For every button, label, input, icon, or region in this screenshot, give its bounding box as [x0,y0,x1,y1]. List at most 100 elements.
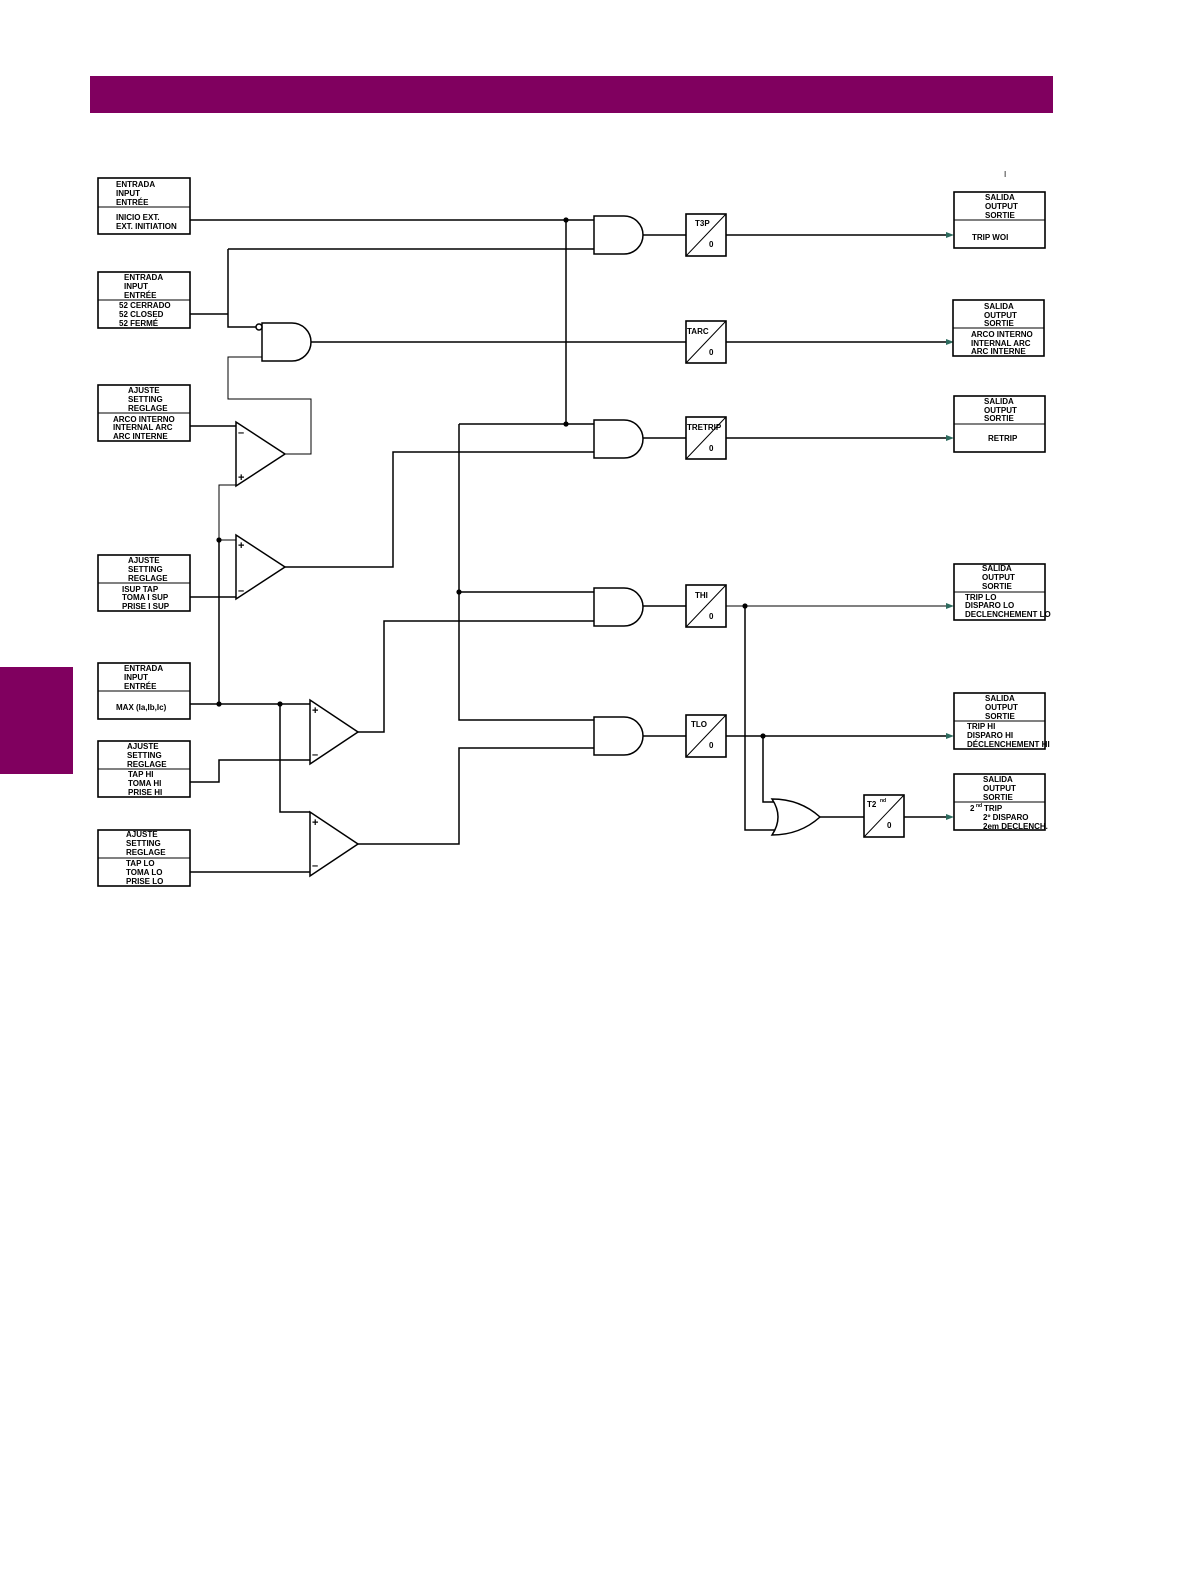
timer-tarc: TARC 0 [685,320,727,364]
svg-text:INPUT: INPUT [116,189,140,198]
svg-text:ARCO INTERNO: ARCO INTERNO [113,415,175,424]
svg-text:SALIDA: SALIDA [985,193,1015,202]
svg-text:REGLAGE: REGLAGE [128,404,168,413]
svg-text:AJUSTE: AJUSTE [127,742,159,751]
timer-t3p: T3P 0 [685,213,727,257]
output-trip-woi: SALIDA OUTPUT SORTIE TRIP WOI [953,191,1046,249]
svg-text:0: 0 [709,240,714,249]
svg-text:INTERNAL ARC: INTERNAL ARC [971,339,1031,348]
svg-text:TOMA I SUP: TOMA I SUP [122,593,169,602]
setting-tap-lo: AJUSTE SETTING REGLAGE TAP LO TOMA LO PR… [97,829,191,887]
svg-text:ISUP TAP: ISUP TAP [122,585,159,594]
and-gate-lo [593,716,644,756]
svg-text:0: 0 [709,444,714,453]
svg-text:DÉCLENCHEMENT HI: DÉCLENCHEMENT HI [967,740,1050,749]
svg-text:–: – [238,585,244,597]
svg-text:TRETRIP: TRETRIP [687,423,722,432]
output-second-trip: SALIDA OUTPUT SORTIE 2 nd TRIP 2º DISPAR… [953,773,1048,831]
svg-text:0: 0 [709,741,714,750]
timer-tretrip: TRETRIP 0 [685,416,727,460]
svg-text:SORTIE: SORTIE [985,712,1015,721]
svg-text:OUTPUT: OUTPUT [985,703,1018,712]
svg-text:AJUSTE: AJUSTE [126,830,158,839]
svg-text:EXT. INITIATION: EXT. INITIATION [116,222,177,231]
svg-text:OUTPUT: OUTPUT [985,202,1018,211]
svg-text:SETTING: SETTING [128,395,163,404]
output-trip-hi: SALIDA OUTPUT SORTIE TRIP HI DISPARO HI … [953,692,1050,750]
svg-text:SORTIE: SORTIE [983,793,1013,802]
svg-text:SALIDA: SALIDA [982,564,1012,573]
svg-text:OUTPUT: OUTPUT [982,573,1015,582]
svg-text:OUTPUT: OUTPUT [983,784,1016,793]
svg-text:REGLAGE: REGLAGE [128,574,168,583]
svg-text:REGLAGE: REGLAGE [126,848,166,857]
svg-text:nd: nd [976,803,982,809]
svg-text:OUTPUT: OUTPUT [984,311,1017,320]
svg-text:ARCO INTERNO: ARCO INTERNO [971,330,1033,339]
svg-text:2em DECLENCH.: 2em DECLENCH. [983,822,1048,831]
svg-text:TRIP LO: TRIP LO [965,593,996,602]
and-gate-hi [593,587,644,627]
svg-text:MAX (Ia,Ib,Ic): MAX (Ia,Ib,Ic) [116,703,167,712]
svg-text:+: + [312,705,318,717]
svg-text:SALIDA: SALIDA [984,397,1014,406]
and-gate-arc [255,322,312,362]
svg-text:ENTRÉE: ENTRÉE [124,682,157,691]
header-bar [90,76,1053,113]
svg-text:nd: nd [880,798,886,804]
timer-t2: T2 nd 0 [863,794,905,838]
svg-text:TRIP HI: TRIP HI [967,722,995,731]
svg-text:DISPARO LO: DISPARO LO [965,601,1014,610]
svg-text:SORTIE: SORTIE [985,211,1015,220]
setting-isup-tap: AJUSTE SETTING REGLAGE ISUP TAP TOMA I S… [97,554,191,612]
svg-text:INPUT: INPUT [124,282,148,291]
svg-text:–: – [238,427,244,439]
wires [190,219,946,873]
svg-text:SETTING: SETTING [128,565,163,574]
svg-text:INPUT: INPUT [124,673,148,682]
timer-tlo: TLO 0 [685,714,727,758]
output-trip-lo: SALIDA OUTPUT SORTIE TRIP LO DISPARO LO … [953,563,1051,621]
and-gate-ext-init [593,215,644,255]
setting-tap-hi: AJUSTE SETTING REGLAGE TAP HI TOMA HI PR… [97,740,191,798]
svg-text:PRISE HI: PRISE HI [128,788,162,797]
svg-text:SORTIE: SORTIE [984,414,1014,423]
svg-text:–: – [312,749,318,761]
svg-text:2º DISPARO: 2º DISPARO [983,813,1028,822]
svg-text:TAP LO: TAP LO [126,859,155,868]
svg-text:ARC INTERNE: ARC INTERNE [113,432,168,441]
svg-text:ENTRADA: ENTRADA [124,664,163,673]
svg-text:ENTRÉE: ENTRÉE [124,291,157,300]
svg-text:+: + [312,817,318,829]
svg-text:T2: T2 [867,800,877,809]
junction-dots [216,217,766,739]
svg-text:REGLAGE: REGLAGE [127,760,167,769]
svg-text:SALIDA: SALIDA [985,694,1015,703]
svg-text:+: + [238,540,244,552]
svg-text:0: 0 [709,612,714,621]
svg-text:TARC: TARC [687,327,709,336]
svg-text:TOMA LO: TOMA LO [126,868,162,877]
side-tab [0,667,73,774]
svg-text:TRIP: TRIP [984,804,1003,813]
input-breaker-closed: ENTRADA INPUT ENTRÉE 52 CERRADO 52 CLOSE… [97,271,191,329]
svg-text:52 CLOSED: 52 CLOSED [119,310,164,319]
comparator-internal-arc: – + [235,420,287,488]
timer-thi: THI 0 [685,584,727,628]
svg-text:AJUSTE: AJUSTE [128,556,160,565]
svg-text:SALIDA: SALIDA [983,775,1013,784]
comparator-tap-lo: + – [309,810,360,878]
svg-text:TAP HI: TAP HI [128,770,153,779]
svg-text:PRISE I SUP: PRISE I SUP [122,602,170,611]
svg-text:TLO: TLO [691,720,707,729]
arrowheads [946,232,954,820]
svg-text:TOMA HI: TOMA HI [128,779,161,788]
setting-internal-arc: AJUSTE SETTING REGLAGE ARCO INTERNO INTE… [97,384,191,442]
svg-text:ENTRADA: ENTRADA [116,180,155,189]
or-gate-second-trip [770,798,822,836]
input-ext-initiation: ENTRADA INPUT ENTRÉE INICIO EXT. EXT. IN… [97,177,191,235]
svg-text:SETTING: SETTING [127,751,162,760]
output-retrip: SALIDA OUTPUT SORTIE RETRIP [953,395,1046,453]
svg-text:DISPARO HI: DISPARO HI [967,731,1013,740]
